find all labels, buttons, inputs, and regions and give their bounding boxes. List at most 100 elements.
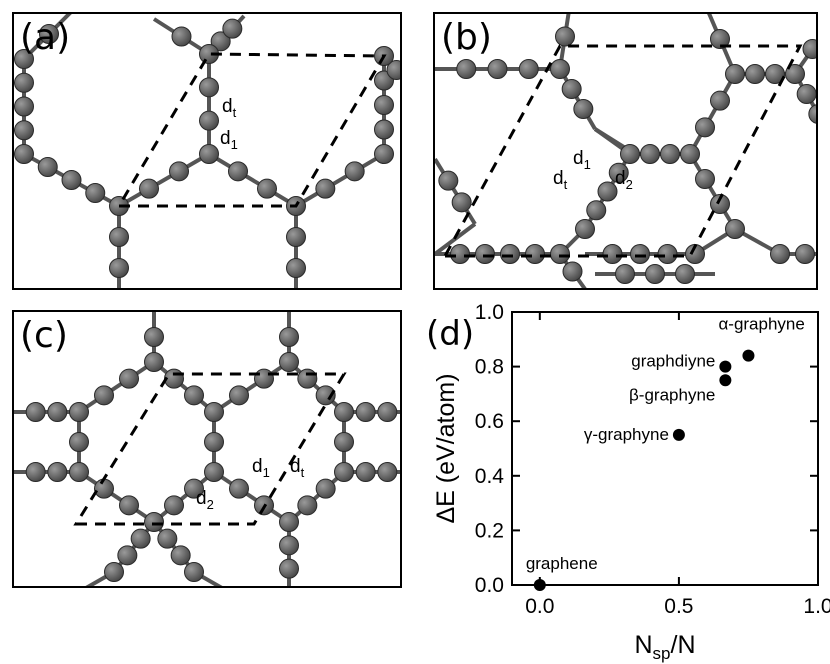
carbon-atom (14, 49, 34, 69)
bond (212, 470, 291, 524)
carbon-atom (608, 162, 629, 183)
carbon-atom (586, 200, 607, 221)
carbon-atom (286, 227, 306, 247)
point-label: β-graphyne (629, 385, 715, 404)
carbon-atom (725, 64, 745, 84)
carbon-atom (615, 264, 635, 284)
bond-label-d1: d1 (573, 148, 591, 172)
carbon-atom (680, 144, 700, 164)
carbon-atom (675, 264, 695, 284)
carbon-atom (222, 18, 243, 39)
carbon-atom (500, 244, 520, 264)
carbon-atom (334, 432, 354, 452)
carbon-atom (47, 402, 68, 422)
carbon-atom (279, 535, 299, 556)
carbon-atom (254, 368, 274, 389)
carbon-atom (204, 432, 224, 452)
y-tick-label: 1.0 (475, 301, 504, 324)
carbon-atom (555, 26, 575, 47)
y-tick-label: 0.4 (475, 465, 505, 488)
unit-cell-outline (116, 52, 387, 208)
carbon-atom (184, 478, 204, 499)
bond (287, 360, 346, 414)
carbon-atom (695, 117, 715, 138)
bond-label-dt: dt (222, 96, 237, 120)
point-label: α-graphyne (718, 315, 804, 334)
bond (152, 470, 216, 524)
carbon-atom (377, 462, 398, 482)
bond-label-dt: dt (290, 456, 305, 480)
carbon-atom (104, 562, 124, 582)
carbon-atom (456, 59, 477, 79)
carbon-atom (795, 244, 815, 264)
bond (77, 470, 156, 524)
bond (688, 73, 737, 155)
carbon-atom (657, 244, 678, 264)
carbon-atom (69, 462, 89, 482)
carbon-atom (210, 31, 231, 52)
x-axis-title: Nsp/N (634, 631, 695, 663)
carbon-atom (47, 462, 68, 482)
carbon-atom (169, 161, 189, 182)
carbon-atom (808, 104, 816, 124)
carbon-atom (745, 64, 765, 84)
bond (294, 152, 386, 208)
y-axis-title: ΔE (eV/atom) (432, 373, 460, 523)
carbon-atom (85, 183, 106, 203)
carbon-atom (344, 161, 365, 182)
carbon-atom (695, 169, 715, 189)
bond (212, 360, 291, 414)
carbon-atom (315, 178, 336, 199)
carbon-atom (257, 178, 277, 199)
carbon-atom (184, 562, 204, 582)
carbon-atom (69, 432, 89, 452)
carbon-atom (487, 59, 508, 79)
carbon-atom (451, 192, 472, 213)
carbon-atom (109, 227, 129, 247)
carbon-atom (374, 95, 394, 115)
carbon-atom (69, 402, 89, 422)
bond (688, 152, 737, 231)
data-point (719, 374, 732, 387)
carbon-atom (199, 110, 219, 131)
carbon-atom (550, 59, 570, 79)
carbon-atom (297, 368, 318, 389)
bond-label-d1: d1 (252, 456, 270, 480)
data-point (533, 579, 546, 591)
carbon-atom (279, 558, 299, 579)
carbon-atom (170, 545, 191, 566)
carbon-atom (377, 402, 398, 422)
carbon-atom (315, 478, 336, 499)
carbon-atom (279, 352, 299, 372)
carbon-atom (334, 402, 354, 422)
carbon-atom (355, 462, 376, 482)
panel-label-d: (d) (426, 314, 474, 354)
panel-label-a: (a) (20, 17, 71, 58)
carbon-atom (94, 385, 114, 406)
carbon-atom (130, 528, 151, 549)
point-label: graphdiyne (631, 352, 715, 371)
bond-label-d1: d1 (220, 128, 238, 152)
carbon-atom (37, 157, 58, 177)
y-tick-label: 0.8 (475, 356, 504, 379)
carbon-atom (620, 144, 640, 164)
carbon-atom (94, 478, 114, 499)
bond (207, 152, 298, 208)
data-point (719, 360, 732, 373)
data-point (742, 349, 755, 362)
carbon-atom (157, 528, 178, 549)
carbon-atom (725, 219, 745, 239)
unit-cell-outline (73, 372, 347, 526)
carbon-atom (14, 96, 34, 117)
carbon-atom (229, 385, 249, 406)
bond-label-d2: d2 (615, 168, 633, 192)
carbon-atom (279, 512, 299, 532)
carbon-atom (334, 462, 354, 482)
bond (77, 360, 156, 414)
carbon-atom (355, 402, 376, 422)
